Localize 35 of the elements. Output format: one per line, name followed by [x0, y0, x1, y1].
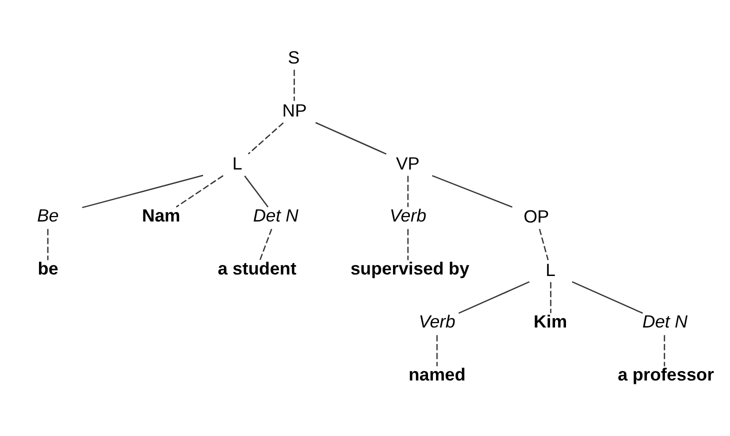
node-text: Nam	[142, 205, 180, 226]
node-text: VP	[396, 154, 420, 174]
connector	[259, 228, 272, 260]
node-text: supervised by	[350, 258, 470, 278]
connector	[315, 122, 387, 155]
node-text: Be	[37, 205, 59, 226]
node-text: Det N	[642, 312, 688, 332]
connector	[436, 335, 438, 366]
connector	[550, 282, 552, 314]
node-text: L	[232, 154, 242, 174]
connector	[176, 175, 224, 208]
node-text: a student	[218, 258, 296, 278]
connector	[244, 176, 268, 208]
node-text: a professor	[618, 364, 714, 385]
node-text: named	[408, 364, 466, 385]
connector	[407, 229, 409, 260]
connector	[82, 174, 204, 208]
connector	[664, 335, 666, 366]
node-text: S	[288, 47, 300, 68]
node-text: OP	[524, 206, 550, 227]
node-text: Det N	[253, 205, 298, 226]
connector	[538, 228, 549, 260]
connector	[407, 176, 409, 208]
node-text: Verb	[418, 312, 456, 332]
connector	[47, 229, 48, 260]
node-text: Kim	[534, 312, 568, 332]
connector	[248, 122, 284, 154]
connector	[572, 281, 644, 314]
node-text: NP	[282, 100, 307, 121]
node-text: be	[38, 258, 58, 278]
node-text: Verb	[390, 205, 426, 226]
node-text: L	[546, 260, 556, 280]
connector	[294, 70, 295, 101]
connector	[458, 281, 530, 314]
connector	[432, 175, 512, 208]
